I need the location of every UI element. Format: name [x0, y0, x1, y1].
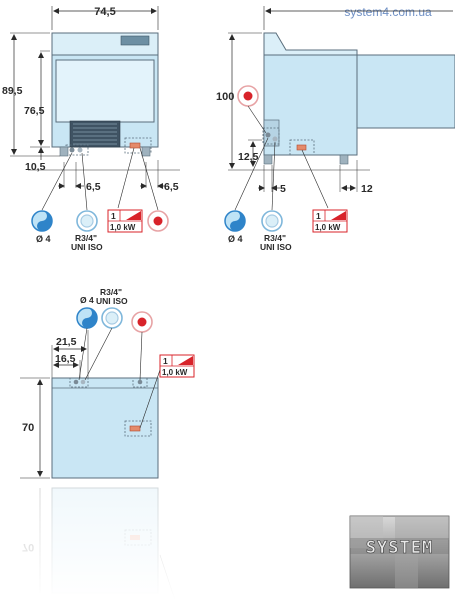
front-drain-symbol	[31, 210, 53, 232]
side-inlet-height-label: 100	[216, 91, 234, 103]
front-vent-slats	[73, 123, 117, 145]
top-view: Ø 4 R3/4" UNI ISO 1 1,0 kW 21,5	[20, 287, 195, 479]
top-power-phase: 1	[163, 356, 168, 366]
front-door	[55, 59, 155, 123]
side-drain-offset-label: 5	[280, 183, 286, 195]
system-logo: SYSTEM	[349, 515, 450, 589]
front-water-label-line1: R3/4"	[75, 233, 97, 243]
side-power-box	[312, 209, 348, 233]
top-water-symbol	[101, 307, 123, 329]
front-power-offset-label: 6,5	[164, 181, 179, 193]
side-drain-symbol	[224, 210, 246, 232]
side-power-phase: 1	[316, 211, 321, 221]
top-water-connection-box	[69, 377, 89, 388]
side-power-connection-box	[289, 139, 315, 156]
front-view: 74,5 89,5 76,5 10,5 6,5 6,5	[2, 6, 180, 252]
front-foot-left	[59, 146, 69, 157]
front-drain-fitting	[69, 147, 75, 153]
top-power-rating: 1,0 kW	[162, 368, 188, 377]
front-power-box	[107, 209, 143, 233]
side-view: 100 12,5 5 12 Ø 4 R3/4" UNI ISO	[216, 6, 455, 252]
side-foot-rear	[263, 154, 273, 165]
front-power-phase: 1	[111, 211, 116, 221]
side-drain-label: Ø 4	[228, 234, 243, 244]
side-drain-height-label: 12,5	[238, 151, 259, 163]
brand-plate	[120, 35, 150, 46]
front-foot-height-label: 10,5	[25, 161, 46, 173]
front-drain-offset-label: 6,5	[86, 181, 101, 193]
side-top-backsplash	[263, 32, 358, 56]
top-offset-inner-label: 16,5	[55, 353, 76, 365]
front-power-symbol	[147, 210, 169, 232]
watermark-text: system4.com.ua	[344, 5, 432, 19]
side-power-offset-label: 12	[361, 183, 373, 195]
side-water-label-line2: UNI ISO	[260, 242, 292, 252]
front-power-connection-box	[124, 137, 152, 154]
side-open-door	[356, 54, 455, 129]
top-power-connection-box	[124, 420, 152, 437]
front-power-rating: 1,0 kW	[110, 223, 136, 232]
top-power-box	[159, 354, 195, 378]
front-vent-grille	[69, 120, 121, 148]
top-drain-label: Ø 4	[80, 295, 94, 305]
top-drain-symbol	[76, 307, 98, 329]
top-depth-label: 70	[22, 422, 34, 434]
side-power-rating: 1,0 kW	[315, 223, 341, 232]
front-power-socket	[129, 142, 141, 149]
front-width-label: 74,5	[94, 6, 115, 18]
reflection-fade	[0, 486, 200, 600]
top-water-label-line1: R3/4"	[100, 287, 122, 297]
front-water-symbol	[76, 210, 98, 232]
top-offset-outer-label: 21,5	[56, 336, 77, 348]
front-foot-right	[141, 146, 151, 157]
front-drain-label: Ø 4	[36, 234, 51, 244]
side-foot-front	[339, 154, 349, 165]
logo-text: SYSTEM	[366, 538, 433, 558]
top-water-label-line2: UNI ISO	[96, 296, 128, 306]
front-total-height-label: 89,5	[2, 85, 23, 97]
front-water-connection-box	[65, 144, 89, 156]
side-cabinet	[263, 54, 358, 156]
side-water-inlet-marker	[237, 85, 259, 107]
front-body-height-label: 76,5	[24, 105, 45, 117]
top-cabinet	[51, 377, 159, 479]
side-water-label-line1: R3/4"	[264, 233, 286, 243]
front-water-fitting	[77, 147, 83, 153]
side-water-symbol	[261, 210, 283, 232]
top-power-symbol	[131, 311, 153, 333]
side-water-connection-box	[262, 127, 280, 145]
front-water-label-line2: UNI ISO	[71, 242, 103, 252]
